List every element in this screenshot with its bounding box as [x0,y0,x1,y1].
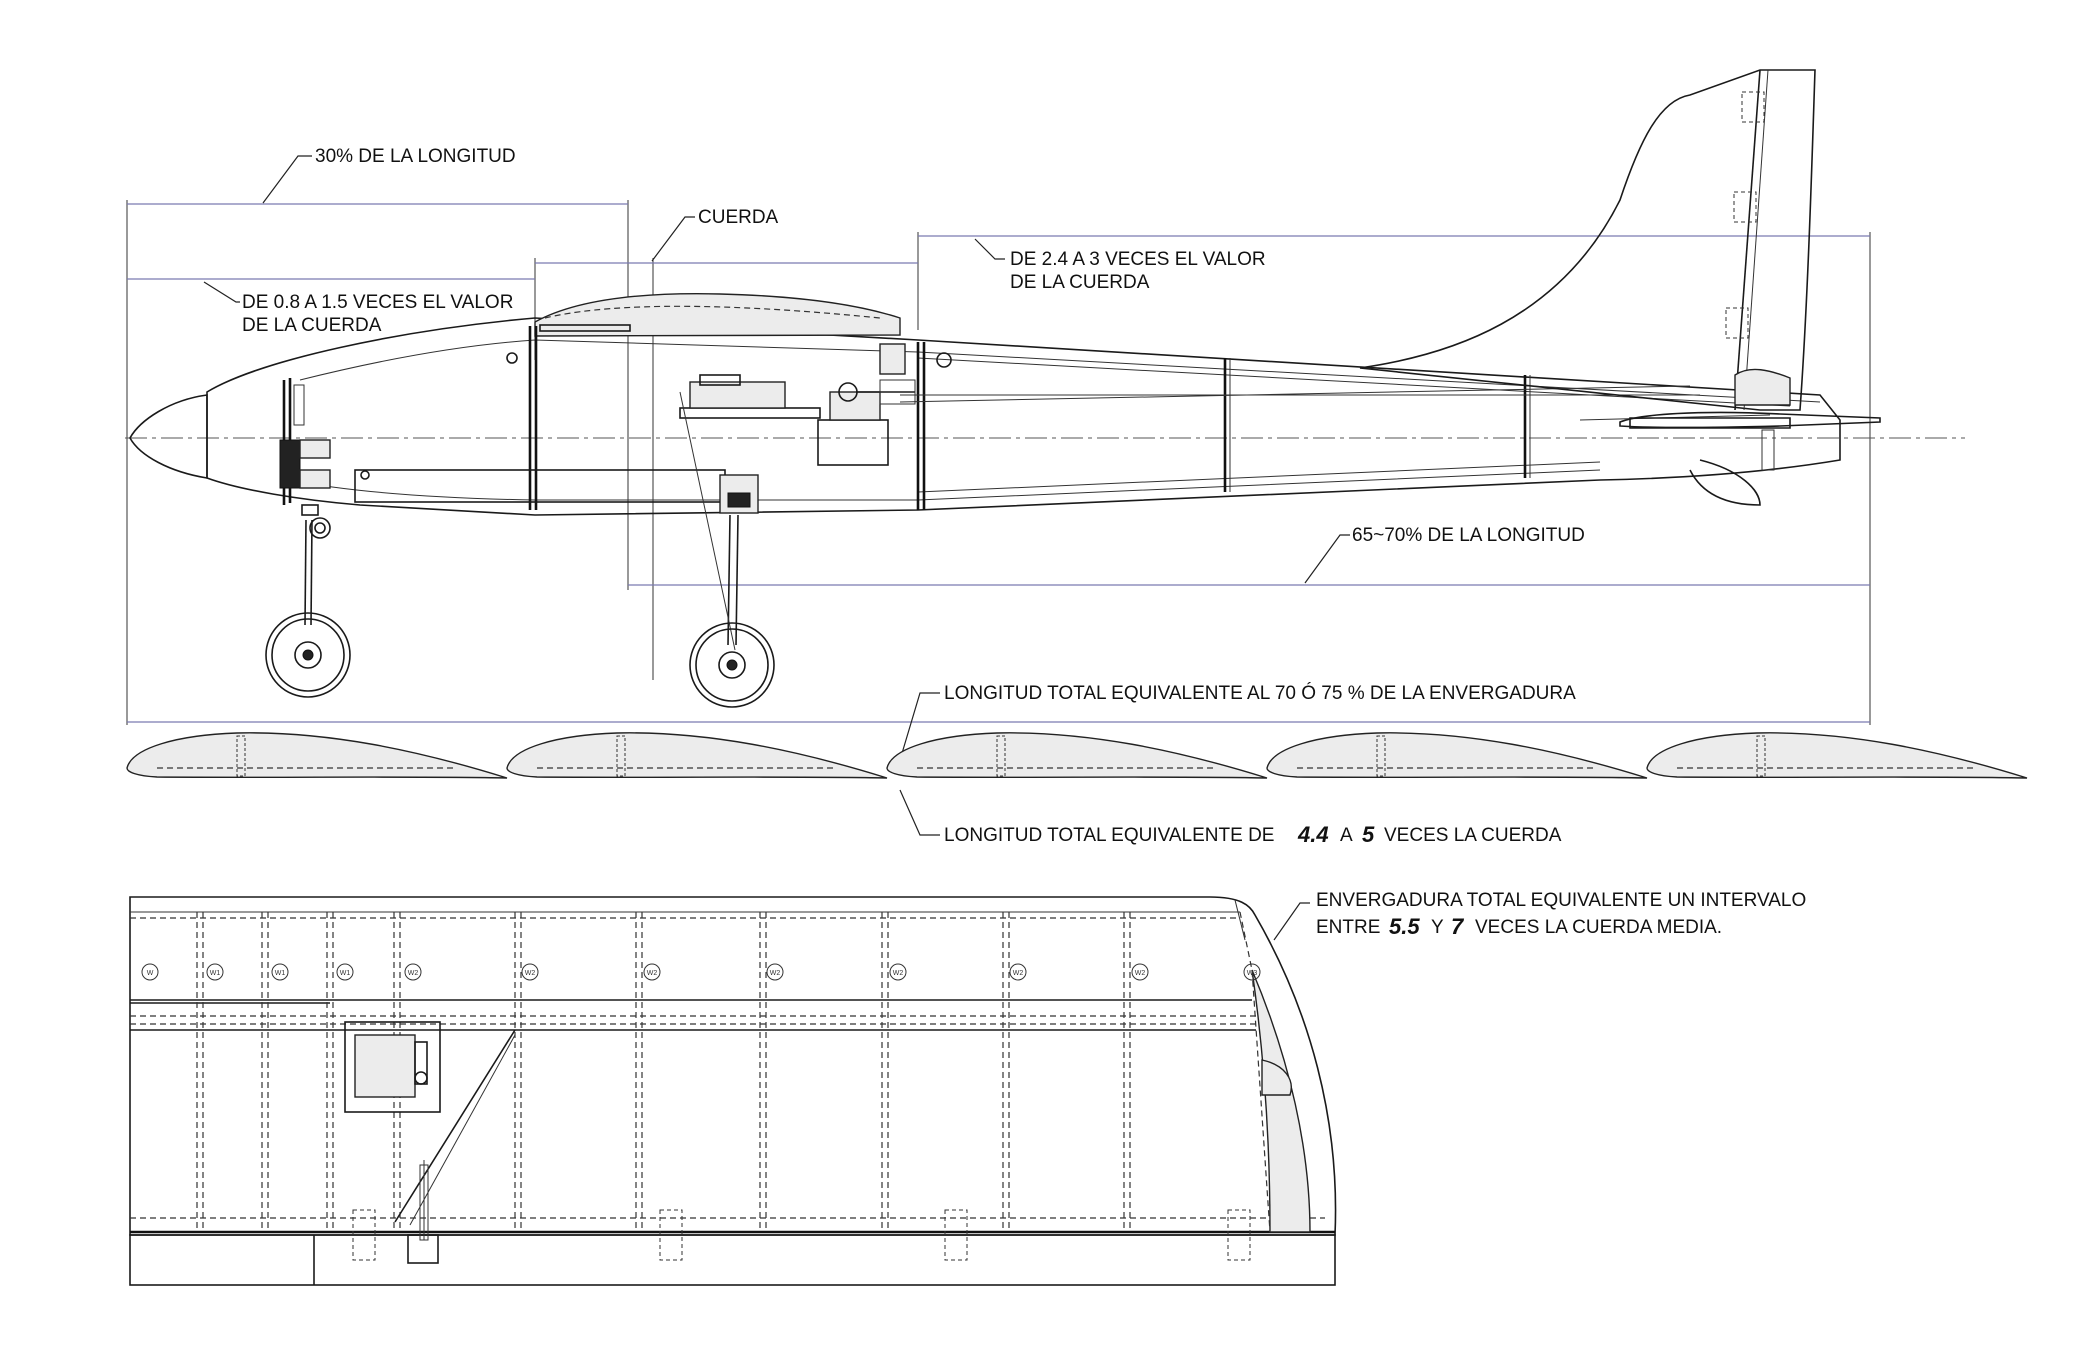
rib-label: W3 [1247,970,1258,977]
nose-gear-strut [304,519,307,626]
rib-label-markers: W W1 W1 W1 W2 W2 W2 W2 W2 W2 W2 W3 [141,963,1261,981]
rib-label: W2 [647,970,658,977]
rib-label: W2 [770,970,781,977]
engine-mount [279,439,301,489]
rib-label: W [147,970,154,977]
label-span-line1: ENVERGADURA TOTAL EQUIVALENTE UN INTERVA… [1316,890,1806,911]
servo-tray [679,407,821,419]
label-span-max: 7 [1451,914,1465,939]
label-chord-count-suffix: VECES LA CUERDA [1384,825,1562,846]
side-view [125,69,1965,941]
airfoil-2 [506,732,888,779]
label-nose-percentage: 30% DE LA LONGITUD [315,146,516,167]
annotations: 30% DE LA LONGITUD CUERDA DE 0.8 A 1.5 V… [242,146,1806,939]
label-total-length: LONGITUD TOTAL EQUIVALENTE AL 70 Ó 75 % … [944,682,1576,704]
rib-label: W2 [525,970,536,977]
rib-label: W1 [340,970,351,977]
rudder-hinge-line [1734,69,1761,411]
rib-label: W1 [275,970,286,977]
aileron [129,1234,1336,1286]
rib-label: W1 [210,970,221,977]
label-tail-percentage: 65~70% DE LA LONGITUD [1352,525,1585,546]
airfoil-1 [126,732,508,779]
wing-plan-view: W W1 W1 W1 W2 W2 W2 W2 W2 W2 W2 W3 [129,896,1337,1286]
servo-bay [344,1021,441,1113]
label-chord-count-max: 5 [1362,822,1375,847]
servo-1 [817,419,889,466]
label-tail-line2: DE LA CUERDA [1010,272,1150,293]
dimension-lines [127,203,1870,723]
airfoil-row [126,732,2028,779]
airfoil-3 [886,732,1268,779]
label-chord-count-prefix: LONGITUD TOTAL EQUIVALENTE DE [944,825,1274,846]
ventral-fin [1689,459,1761,506]
fuselage-outline [206,317,1841,516]
rib-label: W2 [408,970,419,977]
label-span-y: Y [1431,917,1444,938]
leaders [203,155,1350,941]
battery-tray [354,469,726,503]
airfoil-5 [1646,732,2028,779]
receiver [689,381,786,409]
wing-ribs [196,912,1131,1232]
aileron-hinges [352,1209,1251,1261]
rib-label: W2 [1135,970,1146,977]
label-tail-line1: DE 2.4 A 3 VECES EL VALOR [1010,249,1266,270]
rudder-hinges [1725,91,1765,339]
label-chord-count-a: A [1340,825,1353,846]
wing-tip [1251,969,1311,1233]
spinner [129,394,208,479]
wing-outline [129,896,1337,1236]
label-chord: CUERDA [698,207,779,228]
label-span-line2-prefix: ENTRE [1316,917,1380,938]
rib-label: W2 [893,970,904,977]
label-chord-count-min: 4.4 [1297,822,1329,847]
rib-label: W2 [1013,970,1024,977]
aileron-horn [407,1234,439,1264]
label-span-line2-suffix: VECES LA CUERDA MEDIA. [1475,917,1722,938]
label-nose-line1: DE 0.8 A 1.5 VECES EL VALOR [242,292,513,313]
airfoil-4 [1266,732,1648,779]
label-span-min: 5.5 [1389,914,1420,939]
nose-wheel [265,612,351,698]
label-nose-line2: DE LA CUERDA [242,315,382,336]
vertical-fin [1359,69,1816,411]
horizontal-stabilizer [1619,411,1881,429]
main-wheel [689,622,775,708]
